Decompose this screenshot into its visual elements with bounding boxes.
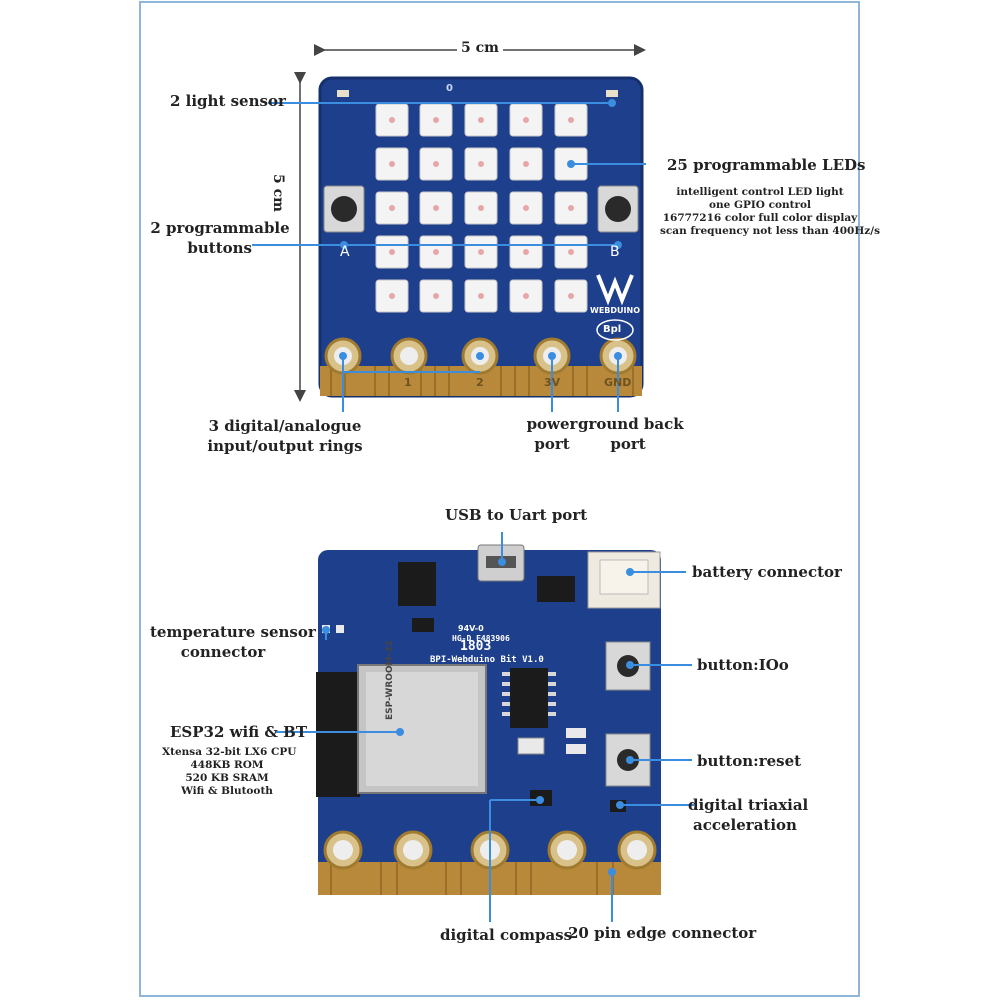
label-esp32-details: Xtensa 32-bit LX6 CPU 448KB ROM 520 KB S… bbox=[162, 746, 297, 798]
label-led-details: intelligent control LED light one GPIO c… bbox=[660, 186, 880, 238]
bottom-pointers bbox=[276, 532, 694, 922]
buttons-line-2: buttons bbox=[187, 239, 252, 257]
board-ul-text: 94V-0 bbox=[458, 624, 484, 633]
esp32-detail-3: 520 KB SRAM bbox=[185, 772, 269, 784]
bpi-badge-outline bbox=[596, 319, 634, 341]
light-sensor-right bbox=[606, 90, 618, 97]
button-b-label: B bbox=[610, 244, 620, 260]
led-detail-4: scan frequency not less than 400Hz/s bbox=[660, 225, 880, 237]
label-light-sensor: 2 light sensor bbox=[170, 92, 286, 110]
pin-label-0: 0 bbox=[446, 83, 453, 94]
dimension-height-label: 5 cm bbox=[270, 170, 286, 216]
label-esp32: ESP32 wifi & BT bbox=[170, 723, 307, 741]
rings-line-2: input/output rings bbox=[207, 437, 363, 455]
pin-label-2: 2 bbox=[476, 376, 484, 389]
board-logo-text: WEBDUINO bbox=[590, 306, 640, 315]
rings-line-1: 3 digital/analogue bbox=[208, 417, 362, 435]
label-button-io0: button:IOo bbox=[697, 656, 789, 674]
ground-line-1: ground back bbox=[578, 415, 684, 433]
image-frame bbox=[139, 1, 860, 997]
board-text-line2: 1803 bbox=[460, 639, 492, 654]
buttons-line-1: 2 programmable bbox=[150, 219, 290, 237]
button-a-label: A bbox=[340, 244, 350, 260]
ground-line-2: port bbox=[610, 435, 646, 453]
label-triaxial-accel: digital triaxial acceleration bbox=[688, 795, 809, 835]
label-usb-uart: USB to Uart port bbox=[445, 506, 588, 524]
temp-line-1: temperature sensor bbox=[150, 623, 316, 641]
label-battery-connector: battery connector bbox=[692, 563, 842, 581]
esp32-detail-4: Wifi & Blutooth bbox=[181, 785, 273, 797]
esp32-detail-2: 448KB ROM bbox=[190, 759, 264, 771]
label-io-rings: 3 digital/analogue input/output rings bbox=[205, 416, 365, 456]
button-b-graphic bbox=[597, 185, 639, 233]
bottom-pin-rings bbox=[323, 830, 657, 870]
led-detail-1: intelligent control LED light bbox=[676, 186, 844, 198]
accel-line-2: acceleration bbox=[693, 816, 797, 834]
light-sensor-left bbox=[337, 90, 349, 97]
bottom-board bbox=[316, 544, 661, 895]
esp32-detail-1: Xtensa 32-bit LX6 CPU bbox=[162, 746, 297, 758]
led-detail-3: 16777216 color full color display bbox=[662, 212, 858, 224]
top-board bbox=[318, 76, 644, 398]
power-line-1: power bbox=[526, 415, 578, 433]
bottom-pcb bbox=[318, 550, 661, 895]
label-programmable-leds: 25 programmable LEDs bbox=[667, 156, 866, 174]
label-digital-compass: digital compass bbox=[440, 926, 573, 944]
label-edge-connector: 20 pin edge connector bbox=[568, 924, 757, 942]
board-text-line3: BPI-Webduino Bit V1.0 bbox=[430, 655, 544, 665]
label-programmable-buttons: 2 programmable buttons bbox=[150, 218, 290, 258]
pin-label-1: 1 bbox=[404, 376, 412, 389]
module-text: ESP-WROOM-32 bbox=[385, 640, 395, 720]
pin-label-3v: 3V bbox=[544, 376, 561, 389]
label-power-port: power port bbox=[520, 414, 584, 454]
esp32-antenna bbox=[316, 672, 360, 797]
pin-label-gnd: GND bbox=[604, 376, 632, 389]
dimension-width-label: 5 cm bbox=[457, 40, 503, 56]
power-line-2: port bbox=[534, 435, 570, 453]
ic-chip bbox=[510, 668, 548, 728]
label-ground-port: ground back port bbox=[578, 414, 684, 454]
top-pointers bbox=[252, 99, 646, 412]
led-detail-2: one GPIO control bbox=[709, 199, 811, 211]
label-button-reset: button:reset bbox=[697, 752, 802, 770]
webduino-logo-mark bbox=[596, 274, 634, 306]
board-logo-badge: Bpl bbox=[603, 324, 622, 335]
accel-line-1: digital triaxial bbox=[688, 796, 809, 814]
button-a-graphic bbox=[323, 185, 365, 233]
label-temp-sensor: temperature sensor connector bbox=[150, 622, 316, 662]
temp-line-2: connector bbox=[180, 643, 266, 661]
board-text-line1: HG-D E483906 bbox=[452, 634, 510, 643]
